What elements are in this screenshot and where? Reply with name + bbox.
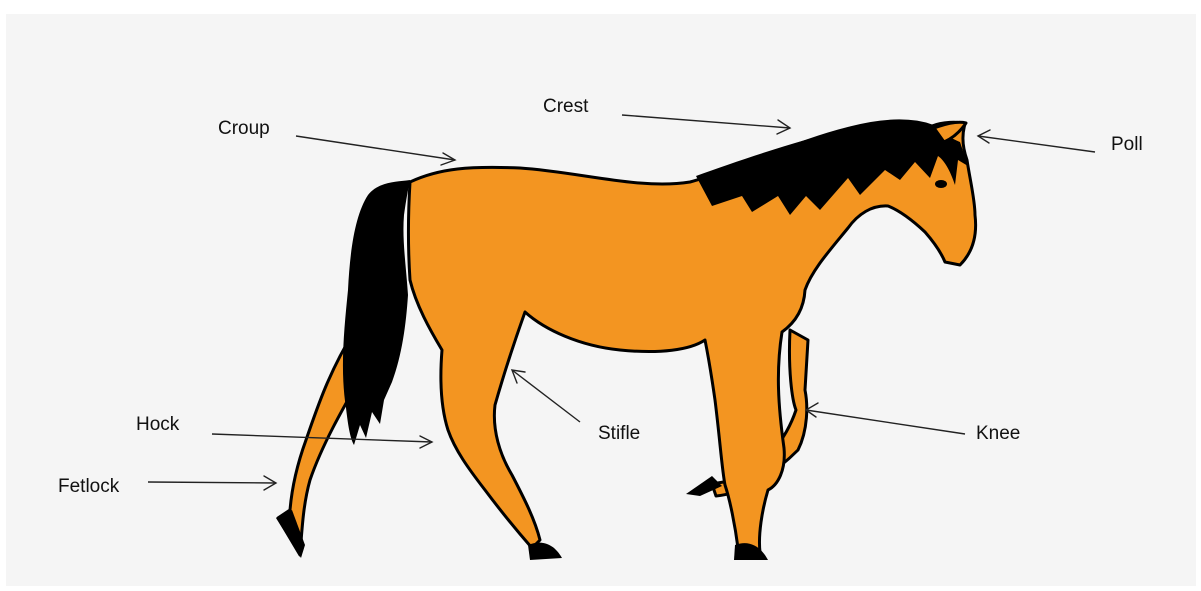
label-croup: Croup bbox=[218, 118, 270, 139]
eye bbox=[935, 180, 947, 188]
crest-arrow bbox=[622, 115, 790, 134]
tail bbox=[343, 180, 410, 445]
knee-arrow bbox=[806, 403, 965, 434]
near-front-hoof bbox=[734, 543, 768, 560]
fetlock-arrow bbox=[148, 476, 276, 490]
label-poll: Poll bbox=[1111, 134, 1143, 155]
label-crest: Crest bbox=[543, 96, 589, 117]
horse-body bbox=[409, 121, 976, 552]
label-knee: Knee bbox=[976, 423, 1020, 444]
label-stifle: Stifle bbox=[598, 423, 640, 444]
near-hind-hoof bbox=[528, 543, 562, 560]
label-hock: Hock bbox=[136, 414, 180, 435]
stifle-arrow bbox=[512, 370, 580, 422]
poll-arrow bbox=[978, 130, 1095, 152]
label-fetlock: Fetlock bbox=[58, 476, 120, 497]
croup-arrow bbox=[296, 136, 455, 165]
